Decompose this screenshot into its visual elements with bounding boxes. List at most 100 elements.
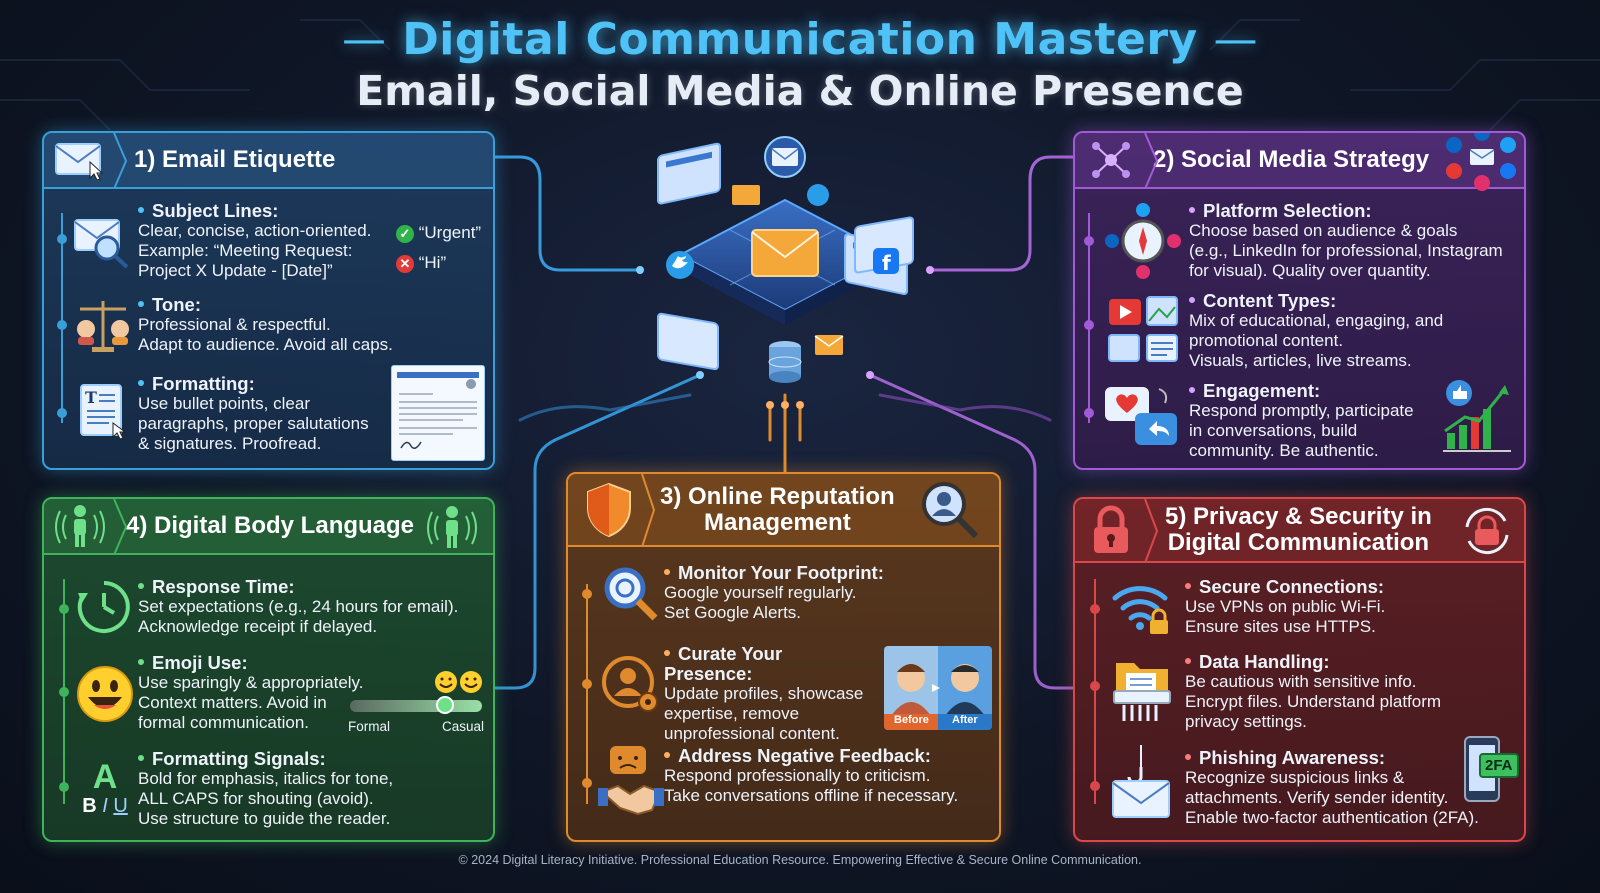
item-line: Set Google Alerts. <box>664 603 802 622</box>
format-big-a: A <box>92 758 118 796</box>
bad-example-text: “Hi” <box>418 253 447 272</box>
compass-platforms-icon <box>1105 203 1181 279</box>
panel-title-line1: 5) Privacy & Security in <box>1165 503 1432 531</box>
item-line: Choose based on audience & goals <box>1189 221 1458 240</box>
badge-2fa: 2FA <box>1479 753 1519 778</box>
panel-header: 2) Social Media Strategy <box>1075 133 1524 191</box>
hub-monitor-bottom-left-icon <box>657 312 719 371</box>
timeline-dot <box>59 687 69 697</box>
handshake-icon <box>598 744 664 818</box>
item-emoji-use: Emoji Use: Use sparingly & appropriately… <box>138 653 378 733</box>
item-line: & signatures. Proofread. <box>138 434 322 453</box>
item-label: Monitor Your Footprint: <box>678 562 884 583</box>
panel-title-line2: Management <box>703 508 851 536</box>
item-label: Engagement: <box>1203 380 1321 401</box>
clock-icon <box>76 579 132 635</box>
panel-email-etiquette: 1) Email Etiquette Subject Lines: Clear,… <box>42 131 495 470</box>
timeline-rail <box>586 584 588 804</box>
format-italic: I <box>102 795 108 817</box>
panel-header: 1) Email Etiquette <box>44 133 493 189</box>
item-line: Ensure sites use HTTPS. <box>1185 617 1376 636</box>
item-label: Emoji Use: <box>152 652 248 673</box>
item-label: Secure Connections: <box>1199 576 1385 597</box>
title-dash-right: — <box>1213 14 1259 65</box>
panel-title: 1) Email Etiquette <box>134 146 336 174</box>
item-engagement: Engagement: Respond promptly, participat… <box>1189 381 1439 461</box>
item-line: Adapt to audience. Avoid all caps. <box>138 335 393 354</box>
item-line: community. Be authentic. <box>1189 441 1379 460</box>
media-types-icon <box>1105 295 1181 367</box>
item-data-handling: Data Handling: Be cautious with sensitiv… <box>1185 652 1505 732</box>
timeline-dot <box>59 782 69 792</box>
panel-online-reputation: 3) Online Reputation Management Monitor … <box>566 472 1001 842</box>
timeline-dot <box>1090 604 1100 614</box>
header-chevron <box>113 133 128 189</box>
timeline-rail <box>61 213 63 423</box>
slider-label-formal: Formal <box>348 719 391 734</box>
formality-slider-knob[interactable] <box>435 696 454 714</box>
profile-gear-icon <box>600 654 664 718</box>
text-format-icon: A B I U <box>74 755 136 821</box>
envelope-magnifier-icon <box>72 213 132 271</box>
item-line: Example: “Meeting Request: <box>138 241 353 260</box>
item-subject-lines: Subject Lines: Clear, concise, action-or… <box>138 201 388 281</box>
hub-envelope-small-icon <box>732 185 760 205</box>
balance-scale-icon <box>72 295 134 355</box>
item-line: Recognize suspicious links & <box>1185 768 1405 787</box>
item-line: Encrypt files. Understand platform <box>1185 692 1442 711</box>
document-text-icon: T <box>74 381 132 441</box>
item-line: Bold for emphasis, italics for tone, <box>138 769 394 788</box>
person-signal-icon-right <box>422 504 482 550</box>
hub-facebook-icon <box>873 248 899 274</box>
smiley-icon <box>76 665 134 723</box>
item-label: Curate Your Presence: <box>664 643 783 684</box>
bad-example: ✕ “Hi” <box>396 253 493 273</box>
item-line: Professional & respectful. <box>138 315 331 334</box>
item-content-types: Content Types: Mix of educational, engag… <box>1189 291 1489 371</box>
check-icon: ✓ <box>396 225 414 243</box>
chat-reply-icon <box>1103 383 1181 451</box>
item-line: Set expectations (e.g., 24 hours for ema… <box>138 597 459 616</box>
item-line: in conversations, build <box>1189 421 1358 440</box>
wifi-lock-icon <box>1111 579 1173 639</box>
header-chevron <box>1144 499 1159 563</box>
item-label: Tone: <box>152 294 201 315</box>
item-secure-connections: Secure Connections: Use VPNs on public W… <box>1185 577 1505 637</box>
item-curate-presence: Curate Your Presence: Update profiles, s… <box>664 644 874 744</box>
envelope-cursor-icon <box>44 133 116 187</box>
item-line: Take conversations offline if necessary. <box>664 786 959 805</box>
item-line: unprofessional content. <box>664 724 840 743</box>
timeline-dot <box>1090 681 1100 691</box>
panel-digital-body-language: 4) Digital Body Language Response Time: … <box>42 497 495 842</box>
hub-monitor-left-icon <box>657 142 721 205</box>
central-hub-illustration: f <box>657 136 914 383</box>
item-line: Visuals, articles, live streams. <box>1189 351 1412 370</box>
item-line: Update profiles, showcase <box>664 684 864 703</box>
item-line: Google yourself regularly. <box>664 583 857 602</box>
person-magnifier-icon <box>920 480 982 542</box>
hub-envelope-icon <box>751 229 819 277</box>
timeline-dot <box>1084 408 1094 418</box>
footer-copyright: © 2024 Digital Literacy Initiative. Prof… <box>458 853 1142 867</box>
timeline-dot <box>57 320 67 330</box>
item-line: expertise, remove <box>664 704 800 723</box>
panel-header: 4) Digital Body Language <box>44 499 493 555</box>
item-label: Address Negative Feedback: <box>678 745 931 766</box>
emoji-pair-icon <box>434 669 484 695</box>
item-response-time: Response Time: Set expectations (e.g., 2… <box>138 577 488 637</box>
header-chevron <box>641 474 656 547</box>
panel-title-line1: 3) Online Reputation <box>660 482 895 510</box>
item-line: Project X Update - [Date]” <box>138 261 333 280</box>
title-block: — Digital Communication Mastery — Email,… <box>0 14 1600 115</box>
panel-title: 2) Social Media Strategy <box>1153 146 1430 174</box>
page-title: — Digital Communication Mastery — <box>0 14 1600 65</box>
item-line: Use sparingly & appropriately. <box>138 673 364 692</box>
item-line: privacy settings. <box>1185 712 1307 731</box>
item-label: Content Types: <box>1203 290 1337 311</box>
growth-chart-icon <box>1441 379 1513 455</box>
formality-slider-track[interactable] <box>350 696 482 714</box>
phone-2fa-icon: 2FA <box>1463 735 1519 805</box>
panel-title: 3) Online Reputation Management <box>660 482 895 536</box>
item-label: Subject Lines: <box>152 200 279 221</box>
magnifier-icon <box>600 564 662 624</box>
